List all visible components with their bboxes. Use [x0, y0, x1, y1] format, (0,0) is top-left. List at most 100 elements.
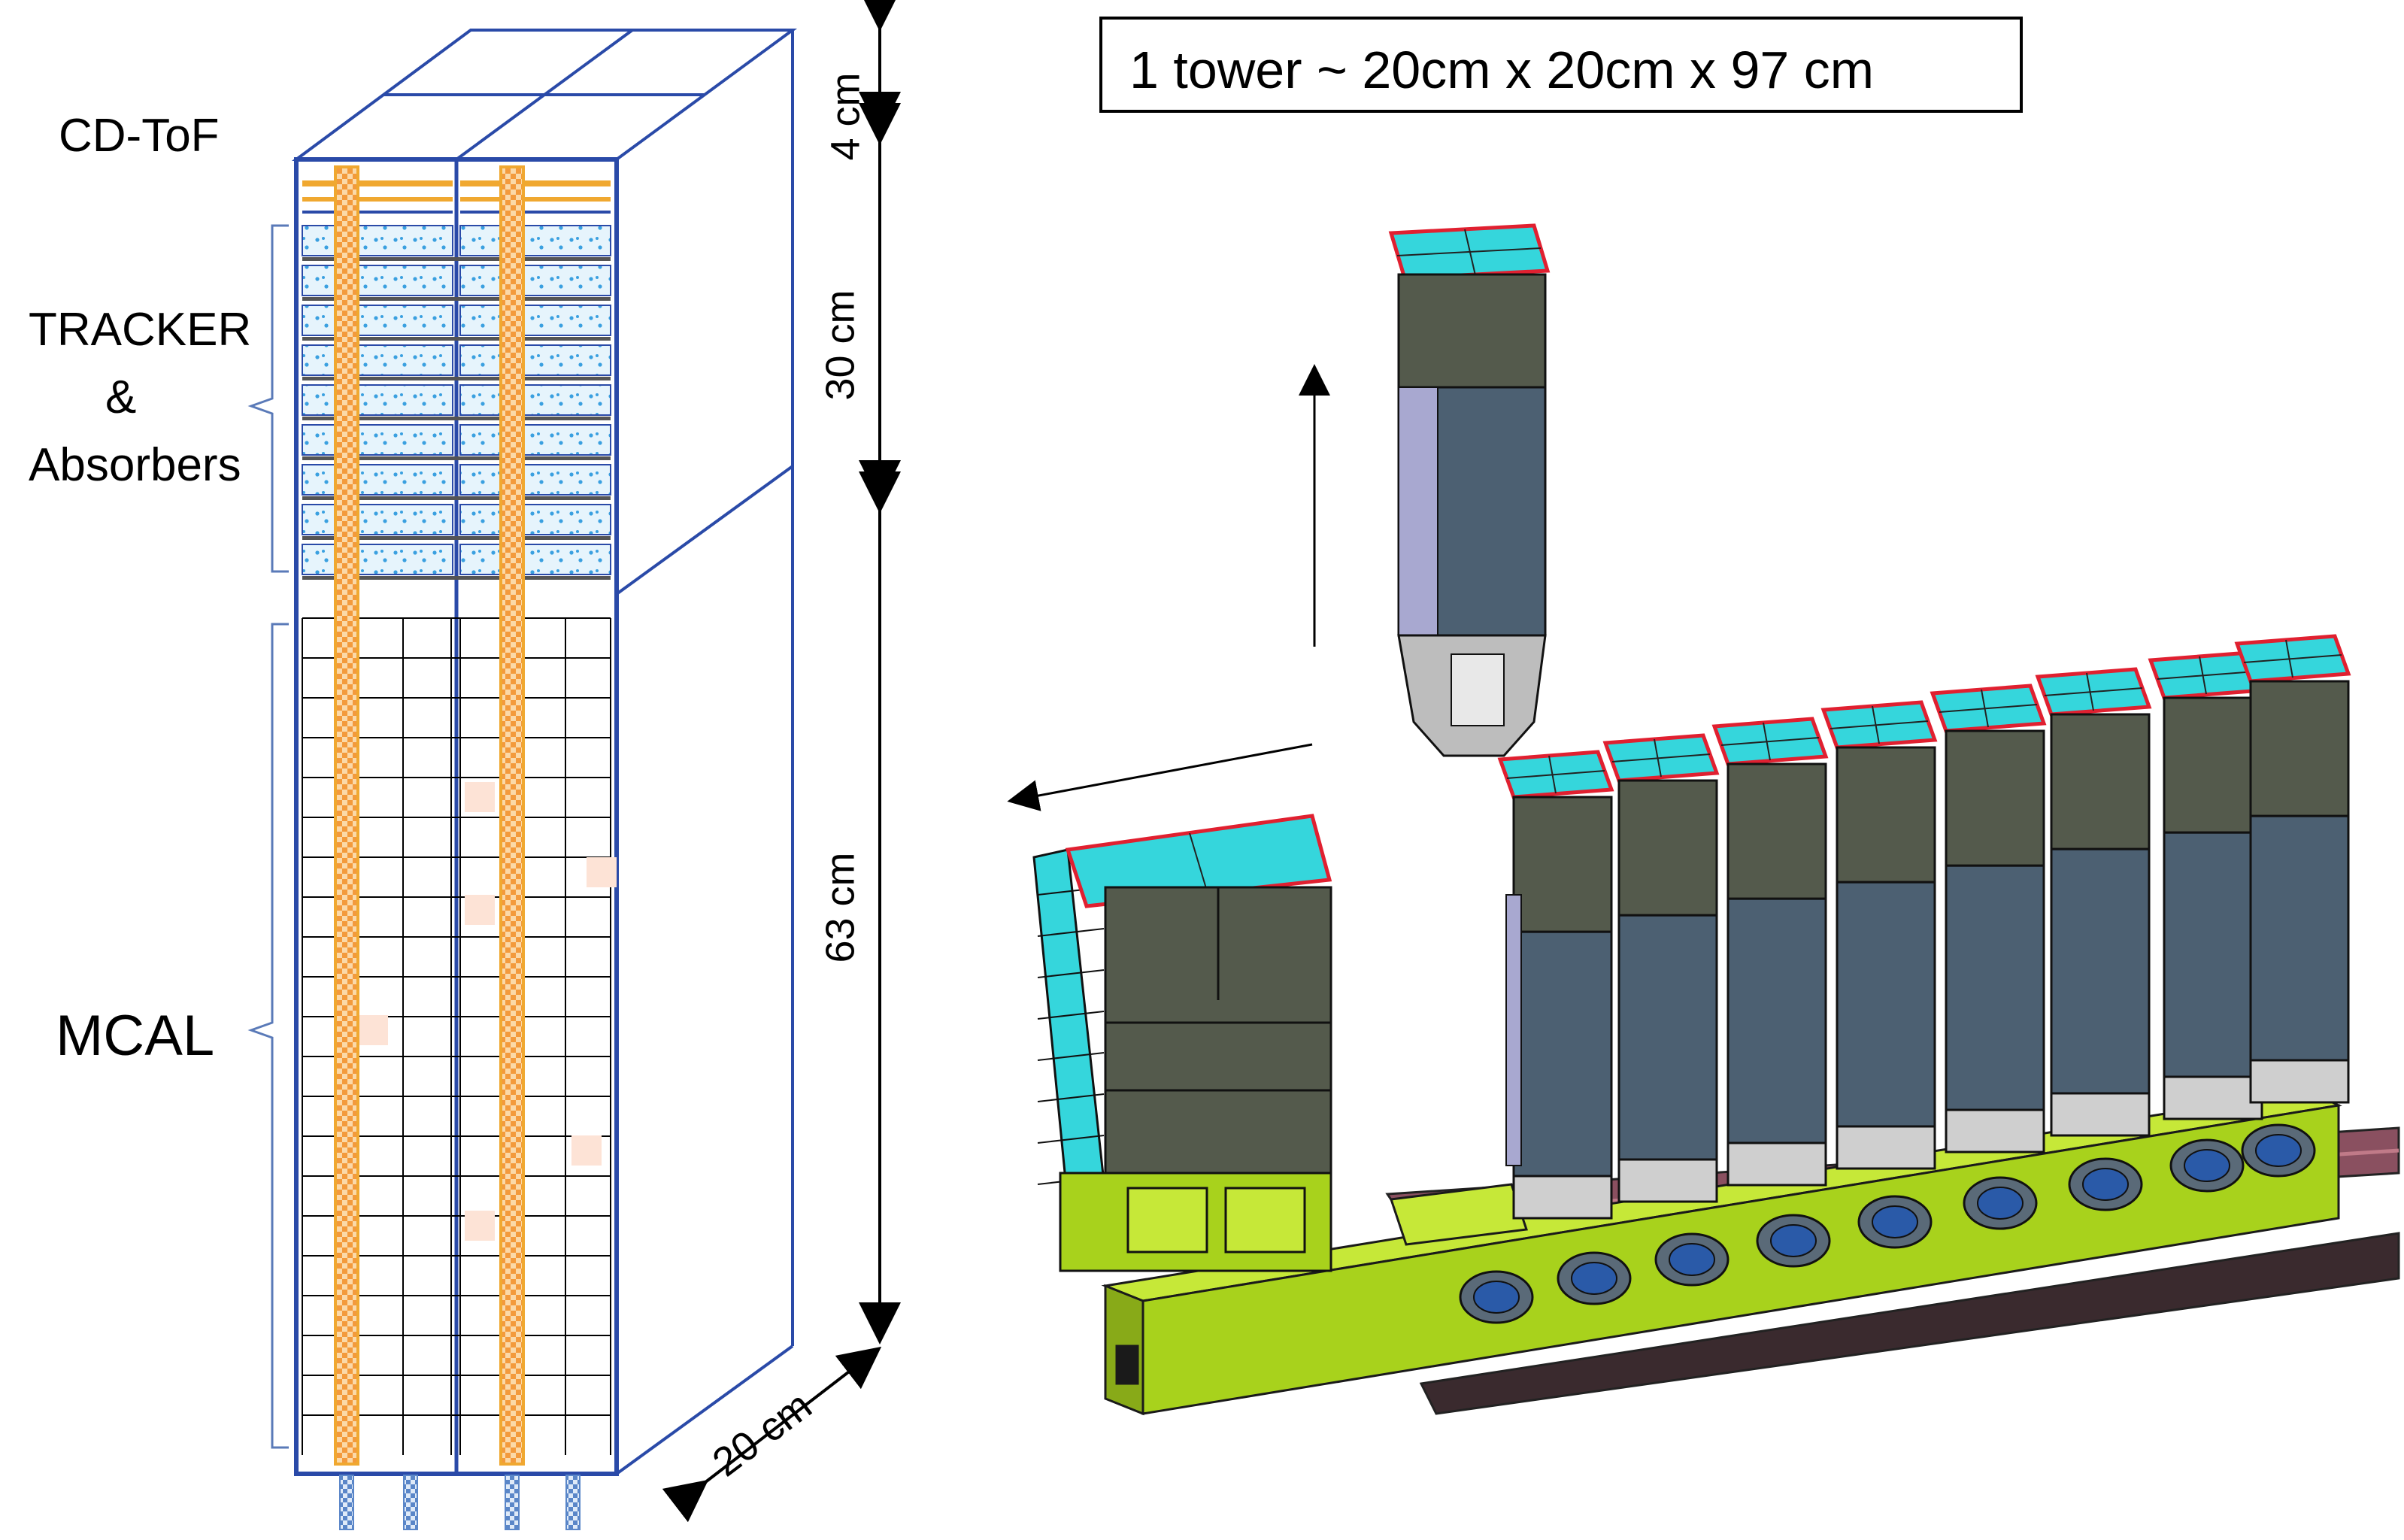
- beam-disc-center: [2082, 1168, 2129, 1201]
- cap-divider: [1720, 737, 1820, 746]
- absorber-plate: [302, 536, 611, 540]
- cap-divider: [2243, 654, 2342, 663]
- cap-divider: [1939, 704, 2038, 713]
- tracker-layer: [302, 464, 453, 496]
- tower-base-plate: [1512, 1175, 1613, 1220]
- mcal-brace: [247, 623, 289, 1449]
- tower-body-lower: [2249, 814, 2350, 1062]
- cap-divider: [2157, 671, 2256, 680]
- beam-discs: [1459, 1123, 2316, 1324]
- fiber-right: [499, 165, 525, 1466]
- tower-body-lower: [2050, 847, 2151, 1095]
- tower-body-upper: [2249, 680, 2350, 817]
- side-grid-line: [1037, 1052, 1105, 1061]
- tower-base-plate: [1945, 1108, 2045, 1153]
- tracker-label-line3: Absorbers: [29, 439, 241, 491]
- tower-base-plate: [1617, 1158, 1718, 1203]
- cd-tof-label: CD-ToF: [59, 110, 220, 162]
- beam-disc-center: [1473, 1281, 1520, 1314]
- mcal-crystal-highlight: [571, 1135, 602, 1166]
- tower-body-upper: [1726, 762, 1827, 900]
- absorber-plate: [302, 456, 611, 460]
- beam-disc-center: [1571, 1262, 1617, 1295]
- cap-divider: [1189, 832, 1208, 894]
- absorber-plate: [302, 576, 611, 580]
- tower-base-plate: [2050, 1092, 2151, 1137]
- tower-body-lower: [1726, 897, 1827, 1144]
- side-grid-line: [1037, 1093, 1105, 1102]
- mcal-crystal-highlight: [465, 895, 495, 925]
- mcal-crystal-highlight: [465, 1211, 495, 1241]
- caption-text: 1 tower ~ 20cm x 20cm x 97 cm: [1129, 41, 1875, 99]
- tracker-layer: [302, 424, 453, 456]
- tower-body-lower: [1945, 864, 2045, 1111]
- side-grid-line: [1037, 969, 1105, 978]
- dim-tracker-label: 30 cm: [817, 290, 863, 401]
- tracker-layers: [302, 225, 611, 580]
- tower-schematic: [247, 0, 901, 1530]
- absorber-plate: [302, 377, 611, 380]
- side-module-window: [1126, 1187, 1208, 1254]
- side-grid-line: [1037, 1011, 1105, 1020]
- tracker-layer: [459, 305, 611, 336]
- tracker-layer: [459, 384, 611, 416]
- beam-disc-center: [2255, 1134, 2302, 1167]
- beam-disc-center: [2184, 1149, 2230, 1182]
- tower-base-plate: [1726, 1141, 1827, 1187]
- fiber-left: [334, 165, 359, 1466]
- absorber-plate: [302, 417, 611, 420]
- tracker-brace: [247, 224, 289, 573]
- tracker-layer: [459, 265, 611, 296]
- mcal-crystal-highlight: [465, 782, 495, 812]
- tracker-layer: [459, 504, 611, 535]
- mcal-label: MCAL: [56, 1004, 215, 1068]
- tower-body-upper: [1512, 796, 1613, 933]
- tracker-layer: [459, 344, 611, 376]
- tracker-layer: [302, 265, 453, 296]
- tower-body-upper: [1617, 779, 1718, 917]
- side-grid-line: [1037, 928, 1105, 937]
- tower-body-upper: [1836, 746, 1936, 884]
- tracker-layer: [459, 225, 611, 256]
- absorber-plate: [302, 496, 611, 500]
- tower-row: [1497, 634, 2351, 1220]
- lifted-tower-upper: [1397, 273, 1547, 389]
- tower-side-face: [1505, 894, 1522, 1166]
- dim-top-label: 4 cm: [823, 72, 869, 161]
- side-module-window: [1224, 1187, 1306, 1254]
- tracker-layer: [459, 424, 611, 456]
- tower-base-plate: [1836, 1125, 1936, 1170]
- side-grid-line: [1037, 1135, 1105, 1144]
- tracker-label-line1: TRACKER: [29, 304, 252, 356]
- tower-body-lower: [1836, 881, 1936, 1128]
- cap-divider: [2044, 687, 2143, 696]
- tracker-layer: [302, 544, 453, 575]
- tracker-layer: [459, 464, 611, 496]
- beam-disc-center: [1872, 1205, 1918, 1238]
- mcal-crystal-highlight: [587, 857, 617, 887]
- cap-divider: [1830, 720, 1929, 729]
- tracker-layer: [302, 384, 453, 416]
- beam-disc-center: [1669, 1243, 1715, 1276]
- tower-base-plate: [2163, 1075, 2263, 1120]
- tracker-layer: [302, 305, 453, 336]
- tower-body-lower: [1512, 930, 1613, 1178]
- absorber-plate: [302, 337, 611, 341]
- tower-base-plate: [2249, 1059, 2350, 1104]
- beam-disc-center: [1770, 1224, 1817, 1257]
- tower-body-upper: [2163, 696, 2263, 834]
- tracker-layer: [302, 344, 453, 376]
- bottom-connectors: [339, 1475, 581, 1530]
- lifted-tower: [1388, 223, 1551, 757]
- caption-box: 1 tower ~ 20cm x 20cm x 97 cm: [1099, 17, 2023, 113]
- tracker-label-line2: &: [105, 371, 137, 423]
- tower-body-upper: [2050, 713, 2151, 850]
- cap-divider: [1611, 753, 1711, 762]
- cap-divider: [1506, 770, 1605, 779]
- absorber-plate: [302, 257, 611, 261]
- tracker-layer: [302, 504, 453, 535]
- tower-body-lower: [2163, 831, 2263, 1078]
- cd-tof-layers: [302, 180, 611, 214]
- tracker-layer: [302, 225, 453, 256]
